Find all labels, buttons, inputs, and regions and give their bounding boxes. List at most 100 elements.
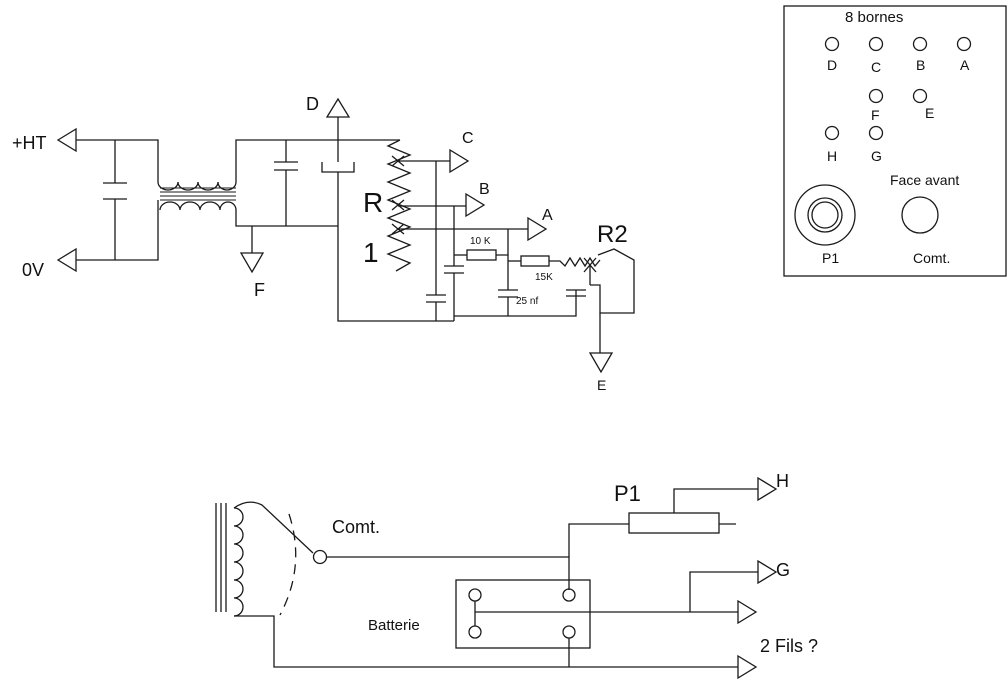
arrow-g <box>757 559 778 585</box>
r2-wiper <box>583 257 597 285</box>
terminal-ht-label: +HT <box>12 133 47 153</box>
p1-resistor <box>628 512 720 534</box>
r2-capacitor <box>566 284 601 298</box>
p1-panel-label: P1 <box>822 250 839 266</box>
comt-panel-label: Comt. <box>913 250 950 266</box>
label-b: B <box>479 181 490 198</box>
r1-digit: 1 <box>363 237 379 268</box>
comt-knob-icon <box>901 196 939 234</box>
arrow-d <box>325 97 351 118</box>
p1-label: P1 <box>614 481 641 506</box>
front-panel: 8 bornes D C B A F E H G Face avant P1 C… <box>783 5 1007 277</box>
terminal-label: G <box>871 148 882 164</box>
battery-contact-icon <box>468 625 482 639</box>
p1-wiper <box>673 488 758 513</box>
terminal-label: C <box>871 59 881 75</box>
p1-knob-outer-icon <box>794 184 856 246</box>
front-panel-border <box>783 5 1007 277</box>
terminal-e-icon <box>912 88 928 104</box>
arrow-out-2 <box>737 654 758 680</box>
terminal-label: A <box>960 57 970 73</box>
tap-c <box>391 155 450 167</box>
coil-bottom-lead <box>233 615 738 668</box>
arrow-h <box>757 476 778 502</box>
label-h: H <box>776 471 789 491</box>
wire-0v-input <box>76 200 159 261</box>
transformer-coil-top <box>157 181 237 191</box>
terminal-label: H <box>827 148 837 164</box>
p1-knob-inner-icon <box>807 197 843 233</box>
terminal-c-icon <box>868 36 884 52</box>
terminal-h-icon <box>824 125 840 141</box>
arrow-a <box>527 216 548 242</box>
cup-element <box>321 162 355 173</box>
comt-label: Comt. <box>332 517 380 537</box>
label-15k: 15K <box>535 272 553 283</box>
top-circuit: +HT 0V F D R 1 C <box>12 94 635 393</box>
terminal-label: F <box>871 107 880 123</box>
p1-knob-core-icon <box>811 201 839 229</box>
wire-ht-input <box>76 139 159 182</box>
front-panel-title: 8 bornes <box>845 9 903 26</box>
r2-label: R2 <box>597 221 628 248</box>
label-e: E <box>597 377 606 393</box>
terminal-0v-arrow <box>56 247 77 273</box>
wire-g <box>689 571 758 612</box>
wire-secondary-top <box>235 139 400 182</box>
coil-top-lead <box>233 501 314 554</box>
terminal-ht-arrow <box>56 127 77 153</box>
comt-contact-icon <box>312 549 328 565</box>
bottom-circuit: Comt. P1 H Batterie G 2 Fils ? <box>215 471 818 680</box>
input-capacitor <box>103 140 127 260</box>
wire-comt <box>327 556 570 590</box>
terminal-0v-label: 0V <box>22 260 44 280</box>
transformer-core <box>160 187 236 201</box>
arrow-c <box>449 148 470 174</box>
terminal-label: D <box>827 57 837 73</box>
resistor-10k <box>466 249 497 261</box>
arrow-b <box>465 192 486 218</box>
resistor-15k <box>520 255 550 267</box>
wire-secondary-bottom <box>235 210 338 227</box>
cap-25nf <box>498 255 518 316</box>
label-a: A <box>542 207 553 224</box>
r2-loop <box>597 248 635 314</box>
transformer-coil-bottom <box>159 201 237 211</box>
tap-a <box>391 223 528 235</box>
wire-left-vertical <box>337 172 436 322</box>
r1-letter: R <box>363 187 383 218</box>
rail-x436 <box>426 161 446 321</box>
label-d: D <box>306 94 319 114</box>
battery-label: Batterie <box>368 617 420 634</box>
label-10k: 10 K <box>470 236 491 247</box>
terminal-label: E <box>925 105 934 121</box>
battery-contact-icon <box>562 588 576 602</box>
terminal-b-icon <box>912 36 928 52</box>
rail-x454 <box>444 206 464 321</box>
coil-winding <box>233 507 244 617</box>
switch-arc <box>279 513 297 616</box>
coil-core <box>215 503 227 612</box>
wire-10k-right <box>496 229 509 256</box>
label-f: F <box>254 280 265 300</box>
battery-link <box>474 601 738 626</box>
arrow-out-1 <box>737 599 758 625</box>
label-c: C <box>462 130 474 147</box>
terminal-g-icon <box>868 125 884 141</box>
bottom-rail <box>436 296 577 322</box>
terminal-a-icon <box>956 36 972 52</box>
secondary-capacitor <box>274 140 298 226</box>
terminal-f-icon <box>868 88 884 104</box>
wire-to-p1 <box>568 523 629 557</box>
arrow-f <box>239 252 265 274</box>
tap-b <box>391 199 466 211</box>
terminal-label: B <box>916 57 925 73</box>
terminal-d-icon <box>824 36 840 52</box>
label-25nf: 25 nf <box>516 296 538 307</box>
face-avant-label: Face avant <box>890 172 959 188</box>
arrow-e <box>588 352 614 374</box>
label-g: G <box>776 560 790 580</box>
wires-question-label: 2 Fils ? <box>760 636 818 656</box>
battery-holder <box>455 579 591 649</box>
